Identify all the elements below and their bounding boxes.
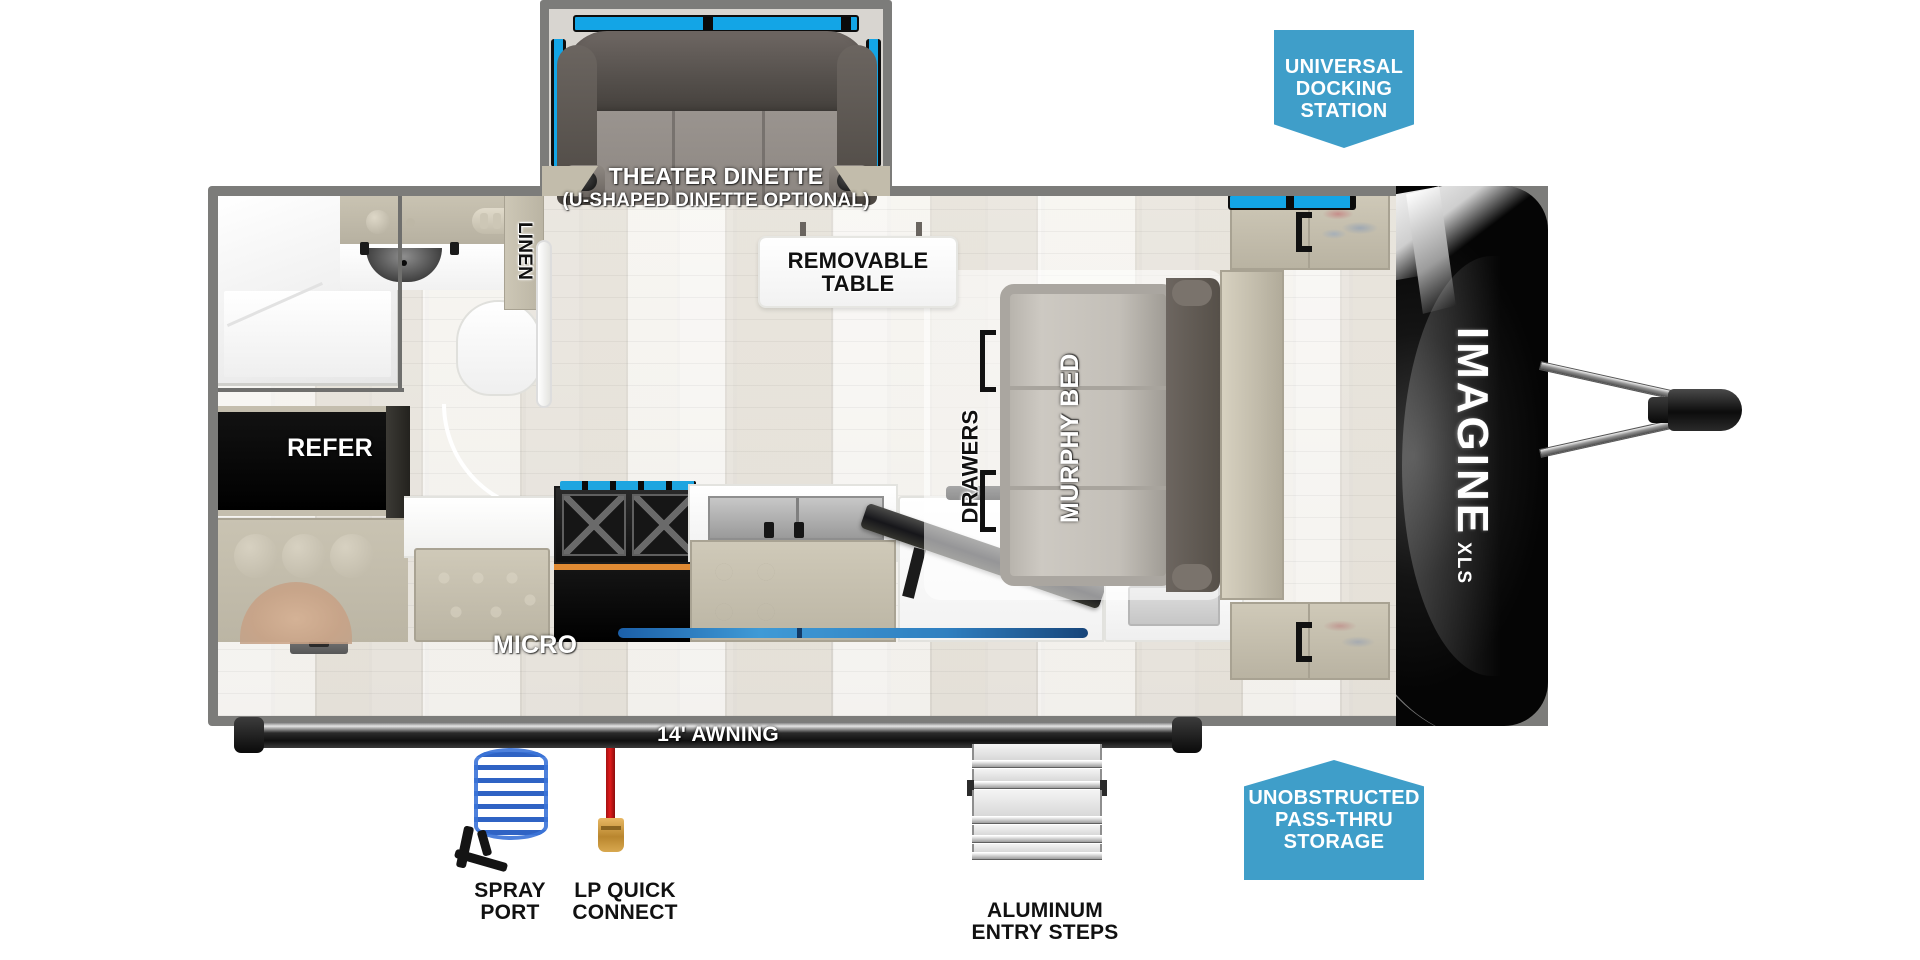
aluminum-entry-steps-caption: ALUMINUM ENTRY STEPS: [971, 899, 1119, 945]
bedroom-window: [1228, 196, 1356, 210]
dish-icon: [330, 534, 374, 578]
kitchen-tap-icon: [794, 522, 804, 538]
sink-tap-icon: [360, 242, 369, 255]
drawer-handle-icon: [980, 330, 996, 392]
pantry-base-cabinet: [218, 518, 408, 644]
badge-unobstructed-pass-thru-storage: UNOBSTRUCTED PASS-THRU STORAGE: [1244, 760, 1424, 880]
burner-grate-icon: [562, 494, 626, 556]
cabinet-handle-icon: [1296, 622, 1312, 662]
overhead-cabinet-front-lower: [1230, 602, 1390, 680]
shower-stall: [218, 196, 400, 386]
toilet: [456, 300, 542, 396]
dinette-slideout: [540, 0, 892, 205]
shower-pan: [224, 291, 391, 377]
kitchen-sink: [708, 496, 884, 540]
bathroom-door: [442, 240, 552, 514]
dish-icon: [282, 534, 326, 578]
cabinet-art-icon: [1320, 612, 1382, 656]
brand-logo: IMAGINE XLS: [1447, 327, 1497, 585]
galley-window-rail: [618, 628, 1088, 638]
table-leg: [916, 222, 922, 238]
lp-quick-connect-icon: [596, 748, 626, 860]
murphy-bed: [1000, 284, 1176, 586]
bowl-icon: [240, 582, 352, 644]
spray-port-icon: [452, 748, 572, 873]
stove-backsplash-rail: [560, 481, 696, 490]
cabinet-handle-icon: [1296, 212, 1312, 252]
awning-rail: 14' AWNING: [234, 717, 1202, 753]
burner-grate-icon: [632, 494, 696, 556]
stove-cooktop: [554, 481, 702, 564]
drawers-bank: [924, 270, 1004, 600]
refrigerator: [218, 406, 410, 528]
sink-basin-icon: [366, 248, 442, 282]
dish-icon: [234, 534, 278, 578]
vanity-knob-icon: [366, 210, 390, 234]
badge-docking-text: UNIVERSAL DOCKING STATION: [1284, 56, 1404, 122]
theater-dinette-title: THEATER DINETTE: [608, 162, 824, 189]
brand-sub: XLS: [1453, 542, 1474, 586]
bathroom-wall-horizontal: [218, 388, 404, 392]
refer-label: REFER: [287, 434, 373, 462]
murphy-bed-frame: [1166, 278, 1220, 592]
table-leg: [800, 222, 806, 238]
removable-table-callout: REMOVABLE TABLE: [758, 236, 958, 308]
drawers-label: DRAWERS: [957, 409, 983, 524]
drawer-handle-icon: [980, 470, 996, 532]
front-cap: IMAGINE XLS: [1396, 186, 1548, 726]
kitchen-tap-icon: [764, 522, 774, 538]
under-sink-cabinet: [690, 540, 896, 642]
awning-label: 14' AWNING: [657, 722, 779, 746]
sink-tap-icon: [450, 242, 459, 255]
brand-name: IMAGINE: [1448, 326, 1497, 537]
bathroom-wall-vertical: [398, 196, 402, 392]
dinette-window-top: [573, 15, 859, 32]
theater-dinette-subtitle: (U-SHAPED DINETTE OPTIONAL): [562, 189, 870, 211]
a-frame-hitch: [1539, 355, 1742, 465]
oven-cabinet: [414, 548, 550, 642]
theater-dinette-label: THEATER DINETTE (U-SHAPED DINETTE OPTION…: [540, 138, 892, 237]
badge-storage-text: UNOBSTRUCTED PASS-THRU STORAGE: [1248, 787, 1420, 853]
linen-label: LINEN: [513, 222, 535, 280]
wardrobe: [1220, 270, 1284, 600]
lp-quick-connect-caption: LP QUICK CONNECT: [572, 879, 678, 925]
spray-port-caption: SPRAY PORT: [474, 879, 546, 925]
removable-table-label: REMOVABLE TABLE: [787, 247, 929, 296]
badge-universal-docking-station: UNIVERSAL DOCKING STATION: [1274, 30, 1414, 148]
hitch-coupler-icon: [1668, 389, 1742, 431]
vanity-dot-icon: [406, 218, 415, 227]
aluminum-entry-steps-icon: [967, 744, 1107, 862]
murphy-bed-label: MURPHY BED: [1055, 353, 1084, 523]
micro-label: MICRO: [492, 631, 578, 659]
